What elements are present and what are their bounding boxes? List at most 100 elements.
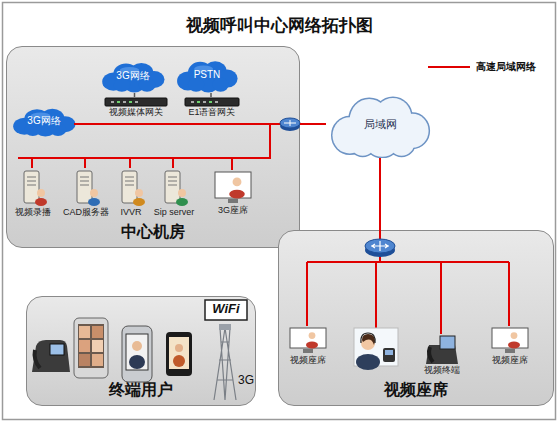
node-label: 3G网络 — [27, 115, 60, 127]
videophone-screen — [440, 336, 455, 349]
phone-screen — [169, 337, 189, 369]
area-label: 终端用户 — [27, 380, 255, 400]
node-label: Sip server — [154, 207, 195, 218]
network-cloud: PSTN — [173, 57, 241, 93]
operator-body — [35, 198, 47, 206]
phone-screen — [385, 350, 393, 355]
port-light — [197, 101, 200, 103]
port-light — [129, 101, 132, 103]
phone-icon — [419, 335, 465, 365]
router-top — [280, 118, 300, 128]
smartphone — [122, 326, 152, 382]
server-slots — [125, 177, 134, 185]
router-body — [365, 243, 395, 257]
agent-terminal: 视频座席 — [487, 327, 533, 365]
server-icon: IVVR — [113, 169, 149, 221]
area-label: 视频座席 — [279, 380, 553, 400]
node-label: IVVR — [120, 207, 141, 218]
monitor-screen — [290, 328, 326, 348]
monitor-stand — [303, 349, 313, 353]
node-label: PSTN — [194, 69, 221, 81]
node-label: 3G网络 — [116, 70, 149, 82]
router-arrows — [371, 241, 389, 251]
node-label: CAD服务器 — [63, 207, 109, 218]
node-label: E1语音网关 — [188, 107, 235, 118]
diagram-title: 视频呼叫中心网络拓扑图 — [0, 16, 558, 36]
phone-screen — [50, 344, 64, 355]
area-box: 终端用户 — [26, 296, 256, 406]
operator-head — [37, 189, 45, 197]
photo-tile — [92, 326, 103, 338]
lan-wire — [379, 230, 381, 240]
agent-head — [233, 177, 242, 186]
gateway-device: E1语音网关 — [181, 97, 243, 123]
monitor-icon — [207, 171, 259, 205]
gateway-chassis — [105, 98, 167, 106]
tower-antenna — [219, 324, 231, 330]
lan-drop — [307, 262, 509, 334]
handset — [35, 350, 40, 368]
node-label: 3G座席 — [218, 205, 248, 216]
server-tower — [77, 171, 92, 203]
router-symbol — [365, 239, 395, 257]
area-label: 中心机房 — [7, 222, 299, 242]
cloud-puff — [389, 129, 415, 156]
photo-tile — [79, 354, 90, 366]
legend-spacer — [428, 63, 470, 71]
monitor-screen — [215, 172, 251, 198]
server-icon — [151, 169, 197, 207]
monitor-screen — [492, 328, 528, 348]
caller-body — [173, 355, 185, 367]
port-light — [135, 101, 138, 103]
port-light — [111, 101, 114, 103]
operator-body — [88, 198, 100, 206]
agent-terminal: 视频座席 — [285, 327, 331, 367]
monitor-stand — [505, 349, 515, 353]
cell-tower — [214, 328, 236, 400]
server-slots — [168, 177, 177, 185]
network-cloud: 3G网络 — [9, 105, 79, 137]
agent-hair — [362, 334, 375, 345]
network-link — [134, 93, 136, 97]
node-label: 视频终端 — [424, 365, 460, 376]
phone-screen — [78, 324, 104, 368]
server-icon — [11, 169, 55, 207]
server-icon: CAD服务器 — [61, 169, 111, 221]
port-light — [203, 101, 206, 103]
router-arrows — [284, 120, 296, 126]
router-top — [365, 239, 395, 253]
caller-head — [132, 341, 142, 351]
lan-wire — [74, 123, 283, 125]
node-label: 视频座席 — [492, 355, 528, 366]
lan-drop — [32, 158, 232, 170]
port-light — [215, 101, 218, 103]
cloud-puff — [350, 129, 376, 156]
terminal-devices — [32, 300, 247, 400]
monitor-icon — [487, 327, 533, 355]
video-terminal: 视频终端 — [419, 335, 465, 377]
server-icon — [61, 169, 111, 207]
node-label: 视频媒体网关 — [109, 107, 163, 118]
lan-bus — [307, 254, 509, 262]
port-light — [191, 101, 194, 103]
cloud-outline — [350, 129, 376, 156]
caller-body — [129, 355, 145, 369]
phone-screen — [126, 334, 148, 370]
network-link — [300, 123, 326, 125]
server-slots — [27, 177, 36, 185]
gateway-chassis — [185, 98, 239, 106]
agent-body — [356, 354, 380, 370]
operator-body — [133, 198, 145, 206]
agent-body — [229, 190, 245, 199]
monitor-stand — [228, 199, 238, 203]
router-body — [280, 121, 300, 131]
lan-wires — [18, 67, 509, 334]
agent-head — [361, 336, 375, 350]
handset — [429, 347, 433, 362]
gateway-device: 视频媒体网关 — [101, 97, 171, 123]
agent-body — [508, 342, 520, 349]
network-link — [379, 158, 381, 230]
server-icon: Sip server — [151, 169, 197, 221]
photo-tile — [79, 326, 90, 338]
